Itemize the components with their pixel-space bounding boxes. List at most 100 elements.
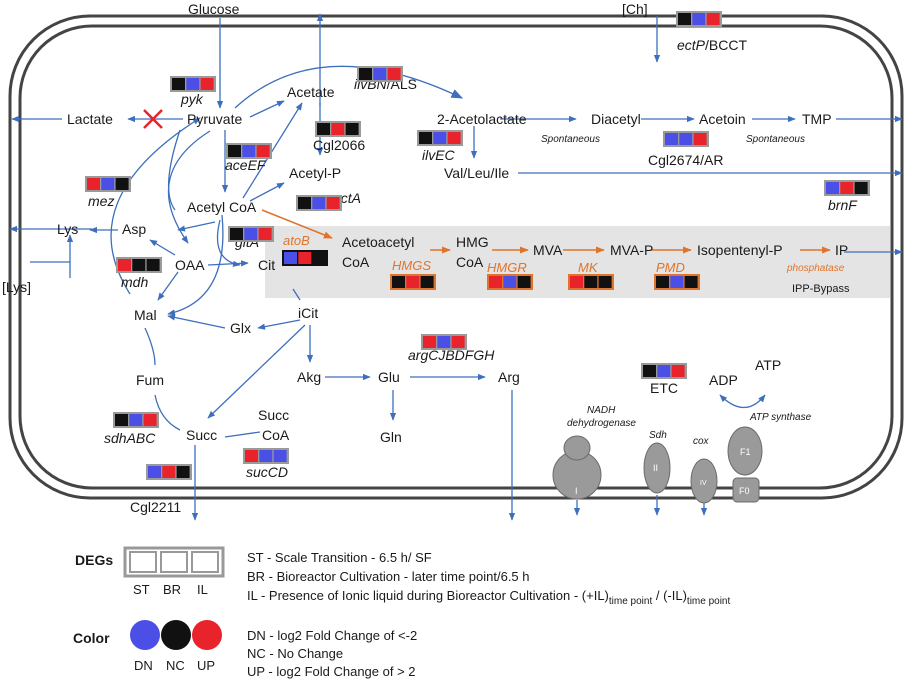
atob-label: atoB [283,233,310,248]
nadh-label-2: dehydrogenase [567,418,636,429]
il-description: IL - Presence of Ionic liquid during Bio… [247,588,730,607]
succd-cell-br [259,450,273,462]
aceef-label: aceEF [225,157,267,173]
etc-cell-il [671,365,685,377]
pyk-label: pyk [180,91,204,107]
cgl2066-label: Cgl2066 [313,137,365,153]
degs-col-st: ST [133,582,150,597]
nc-swatch [161,620,191,650]
complex-iv-label: IV [700,480,707,487]
mk-cell-br [584,276,598,288]
mal-label: Mal [134,307,157,323]
degs-title: DEGs [75,552,113,568]
hmgs-cell-br [406,276,420,288]
color-title: Color [73,630,110,646]
glucose-label: Glucose [188,1,240,17]
blocked-reaction-icon [143,109,163,129]
brnf-label: brnF [828,197,858,213]
icit-label: iCit [298,305,318,321]
glta-cell-st [230,228,243,240]
etc-complex-labels: I II IV F1 F0 [575,447,751,496]
acta-cell-il [326,197,340,209]
hmgs-label: HMGS [392,258,431,273]
mez-cell-br [101,178,115,190]
diacetyl-label: Diacetyl [591,111,641,127]
complex-iv-icon [690,458,718,504]
pmd-cell-st [656,276,669,288]
succd-cell-st [245,450,258,462]
mva-label: MVA [533,242,563,258]
ilvec-label: ilvEC [422,147,456,163]
f0-label: F0 [739,486,750,496]
etc-label: ETC [650,380,678,396]
hmgr-cell-il [517,276,531,288]
pathway-arrows [9,13,903,521]
f1-icon [727,426,763,476]
pmd-cell-il [684,276,698,288]
mez-cell-il [115,178,129,190]
cox-label: cox [693,436,710,447]
st-description: ST - Scale Transition - 6.5 h/ SF [247,550,432,565]
degs-box-cell-br [160,551,188,573]
lactate-label: Lactate [67,111,113,127]
atob-cell-br [298,252,312,264]
sdh-label: Sdh [649,430,667,441]
acta-cell-br [312,197,326,209]
ip-label: IP [835,242,848,258]
cgl2674-cell-st [665,133,678,145]
f1-label: F1 [740,447,751,457]
cit-label: Cit [258,257,275,273]
acta-cell-st [298,197,311,209]
acetolactate-label: 2-Acetolactate [437,111,527,127]
cgl2066-cell-br [331,123,345,135]
hmgs-cell-st [392,276,405,288]
acetyl-coa-label: Acetyl CoA [187,199,257,215]
hmgs-cell-il [420,276,434,288]
legend: DEGs ST BR IL ST - Scale Transition - 6.… [73,546,730,679]
cgl2674-label: Cgl2674/AR [648,152,724,168]
asp-label: Asp [122,221,146,237]
sdhabc-cell-st [115,414,128,426]
mdh-label: mdh [121,274,148,290]
glx-label: Glx [230,320,251,336]
argcjbdfgh-cell-br [437,336,451,348]
cgl2066-cell-il [345,123,359,135]
pyk-cell-il [200,78,214,90]
ilvec-cell-il [447,132,461,144]
nadh-label-1: NADH [587,405,616,416]
spontaneous-label-2: Spontaneous [746,134,805,145]
ilvbn-cell-br [373,68,387,80]
sdhabc-cell-br [129,414,143,426]
degs-box-cell-il [191,551,219,573]
atob-cell-st [284,252,297,264]
dn-description: DN - log2 Fold Change of <-2 [247,628,417,643]
hmg-label-2: CoA [456,254,484,270]
hmgr-label: HMGR [487,260,527,275]
mk-label: MK [578,260,599,275]
pmd-label: PMD [656,260,685,275]
succ-label: Succ [186,427,217,443]
etc-cell-br [657,365,671,377]
succd-cell-il [273,450,287,462]
ch-label: [Ch] [622,1,648,17]
ectp-cell-st [678,13,691,25]
atp-label: ATP [755,357,781,373]
complex-i-head-icon [563,435,591,461]
mdh-cell-il [146,259,160,271]
phosphatase-label: phosphatase [786,263,845,274]
isopentenyl-p-label: Isopentenyl-P [697,242,783,258]
bypass-arrows [261,209,831,254]
atp-synthase-label: ATP synthase [749,412,812,423]
pyk-cell-br [186,78,200,90]
nc-description: NC - No Change [247,646,343,661]
spontaneous-label-1: Spontaneous [541,134,600,145]
ilvbn-cell-st [359,68,372,80]
ectp-cell-il [706,13,720,25]
up-key: UP [197,658,215,673]
lys-ext-label: [Lys] [2,279,31,295]
cgl2211-cell-il [176,466,190,478]
mez-label: mez [88,193,114,209]
etc-complexes [552,426,763,504]
brnf-cell-il [854,182,868,194]
